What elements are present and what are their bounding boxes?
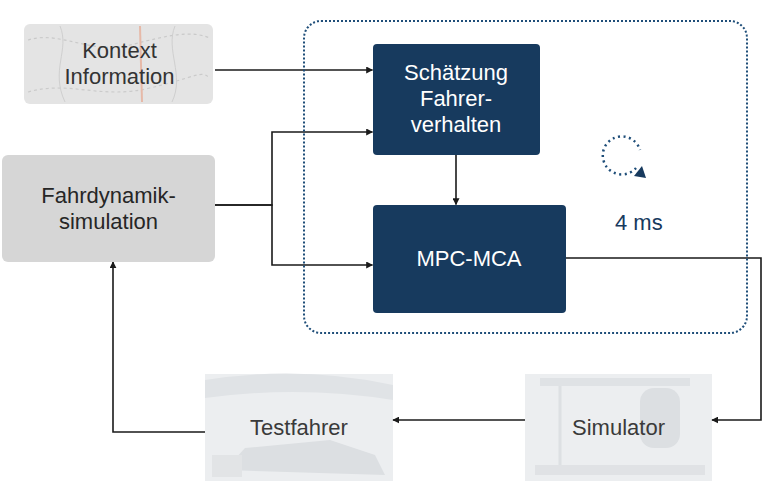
node-label: MPC-MCA	[416, 246, 521, 272]
text-holder: Simulator	[525, 374, 712, 481]
node-label: Simulator	[572, 415, 665, 441]
cycle-arrowhead	[634, 166, 646, 178]
connector-arrow	[113, 262, 205, 432]
text-holder: Kontext Information	[24, 24, 215, 104]
text-holder: Testfahrer	[205, 374, 393, 481]
connector-arrow	[215, 132, 373, 205]
context-box: Kontext Information	[24, 24, 215, 104]
photo-box: Testfahrer	[205, 374, 393, 481]
photo-detail	[212, 455, 242, 477]
photo-ground	[525, 374, 712, 481]
map-ground	[24, 24, 213, 104]
connector-arrow	[215, 205, 373, 265]
map-road	[59, 26, 65, 102]
cycle-arc	[603, 136, 640, 174]
cycle-time: 4 ms	[615, 210, 663, 236]
connector-arrow	[566, 258, 762, 420]
node-label: Fahrdynamik- simulation	[10, 183, 207, 235]
map-illustration	[24, 24, 213, 104]
simulator-photo	[525, 374, 712, 481]
process-box: MPC-MCA	[373, 205, 566, 313]
photo-ground	[205, 374, 393, 481]
connector-arrow	[393, 419, 525, 421]
driver-photo	[205, 374, 393, 481]
node-label: Kontext Information	[32, 38, 207, 90]
gantry-post	[559, 386, 562, 465]
process-box: Schätzung Fahrer- verhalten	[373, 44, 540, 155]
text-holder: MPC-MCA	[373, 205, 566, 313]
car-shape	[225, 440, 385, 475]
cycle-time-label: 4 ms	[615, 210, 663, 236]
cycle-arrow	[603, 136, 646, 178]
rail-shape	[535, 465, 705, 475]
photo-box: Simulator	[525, 374, 712, 481]
node-label: Schätzung Fahrer- verhalten	[381, 60, 532, 138]
text-holder: Schätzung Fahrer- verhalten	[373, 44, 540, 155]
node-label: Testfahrer	[250, 415, 348, 441]
connector-arrow	[455, 155, 457, 205]
connector-arrow	[215, 69, 373, 71]
screen-shape	[205, 374, 393, 400]
simulation-box: Fahrdynamik- simulation	[2, 155, 215, 262]
gantry-beam	[540, 378, 690, 386]
loop-region: 4 ms Schätzung Fahrer- verhaltenMPC-MCA	[303, 20, 748, 334]
text-holder: Fahrdynamik- simulation	[2, 155, 215, 262]
